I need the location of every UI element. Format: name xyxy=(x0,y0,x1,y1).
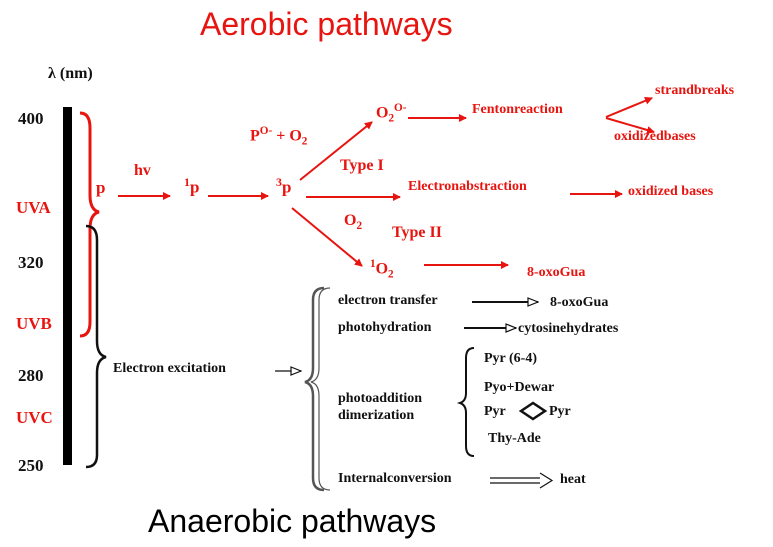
photoaddition-label: photoaddition xyxy=(338,391,423,406)
strandbreaks-label: strandbreaks xyxy=(655,83,735,98)
thy-ade-label: Thy-Ade xyxy=(488,431,541,446)
arrow-fenton-strand xyxy=(605,96,653,118)
wavelength-axis-label: λ (nm) xyxy=(48,65,93,82)
singlet-oxygen-label: 1O2 xyxy=(370,258,394,281)
aerobic-title: Aerobic pathways xyxy=(200,6,453,42)
pyr-6-4-label: Pyr (6-4) xyxy=(484,351,537,366)
oxoguanine-aerobic-label: 8-oxoGua xyxy=(527,265,586,280)
cpd-right-label: Pyr xyxy=(549,404,571,419)
tick-250: 250 xyxy=(18,456,44,475)
oxoguanine-anaerobic-label: 8-oxoGua xyxy=(550,295,609,310)
tick-320: 320 xyxy=(18,253,44,272)
singlet-state-label: 1p xyxy=(184,175,200,197)
arrow-type2 xyxy=(291,207,363,267)
type-ii-label: Type II xyxy=(392,224,442,241)
type-i-label: Type I xyxy=(340,157,384,174)
anaerobic-brace xyxy=(304,286,325,492)
fenton-reaction-label: Fentonreaction xyxy=(472,102,563,117)
band-uvb: UVB xyxy=(16,314,52,333)
photohydration-label: photohydration xyxy=(338,320,432,335)
hv-label: hv xyxy=(134,162,151,179)
arrow-type1 xyxy=(299,121,373,181)
triplet-state-label: 3p xyxy=(276,175,292,197)
heat-label: heat xyxy=(560,472,586,487)
uvbc-brace xyxy=(85,224,107,469)
electron-excitation-label: Electron excitation xyxy=(113,361,226,376)
cpd-left-label: Pyr xyxy=(484,404,506,419)
electron-transfer-label: electron transfer xyxy=(338,293,438,308)
dimerization-label: dimerization xyxy=(338,408,415,423)
band-uva: UVA xyxy=(16,198,51,217)
band-uvc: UVC xyxy=(16,408,53,427)
wavelength-bar xyxy=(63,107,72,465)
anaerobic-title: Anaerobic pathways xyxy=(148,503,437,539)
arrow-fenton-oxidized xyxy=(605,117,655,134)
photosensitizer-label: p xyxy=(96,178,106,197)
cytosine-hydrates-label: cytosinehydrates xyxy=(518,321,619,336)
tick-280: 280 xyxy=(18,366,44,385)
oxidized-bases-label-1: oxidizedbases xyxy=(614,129,696,144)
oxygen-label: O2 xyxy=(344,212,363,233)
photoaddition-brace xyxy=(456,347,475,457)
radical-pair-label: PO- + O2 xyxy=(250,125,308,148)
electron-abstraction-label: Electronabstraction xyxy=(408,179,527,194)
dewar-label: Pyo+Dewar xyxy=(484,380,555,395)
superoxide-label: O2O- xyxy=(376,102,407,125)
tick-400: 400 xyxy=(18,109,44,128)
oxidized-bases-label-2: oxidized bases xyxy=(628,184,714,199)
internal-conversion-label: Internalconversion xyxy=(338,471,452,486)
uva-brace xyxy=(79,111,100,338)
cyclobutane-diamond-icon xyxy=(518,401,548,421)
